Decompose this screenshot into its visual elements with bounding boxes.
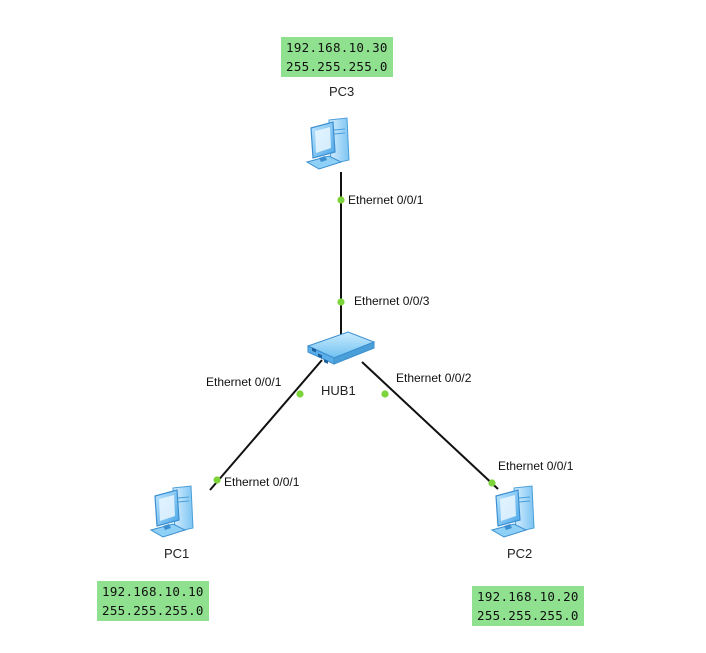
hub-name: HUB1	[321, 383, 356, 398]
port-dot-hub-pc1[interactable]	[296, 390, 304, 398]
pc2-ip-box: 192.168.10.20 255.255.255.0	[472, 586, 584, 626]
pc3-ip-box: 192.168.10.30 255.255.255.0	[281, 37, 393, 77]
pc1-name: PC1	[164, 546, 190, 561]
link-pc1-hub[interactable]	[209, 359, 323, 491]
pc2-subnet-mask: 255.255.255.0	[477, 608, 579, 623]
pc3-ip-address: 192.168.10.30	[286, 40, 388, 55]
pc2-computer-icon[interactable]	[491, 485, 535, 538]
pc3-subnet-mask: 255.255.255.0	[286, 59, 388, 74]
pc3-computer-icon[interactable]	[306, 117, 350, 170]
port-dot-pc2[interactable]	[488, 479, 496, 487]
port-label-pc2: Ethernet 0/0/1	[498, 459, 574, 473]
port-label-hub-pc1: Ethernet 0/0/1	[206, 375, 282, 389]
port-dot-hub-pc3[interactable]	[337, 298, 345, 306]
port-label-pc3: Ethernet 0/0/1	[348, 193, 424, 207]
pc1-ip-box: 192.168.10.10 255.255.255.0	[97, 581, 209, 621]
pc3-name: PC3	[329, 84, 355, 99]
hub-icon[interactable]	[306, 331, 376, 365]
pc2-ip-address: 192.168.10.20	[477, 589, 579, 604]
port-dot-hub-pc2[interactable]	[381, 390, 389, 398]
port-dot-pc1[interactable]	[213, 476, 221, 484]
pc2-name: PC2	[507, 546, 533, 561]
port-label-hub-pc3: Ethernet 0/0/3	[354, 294, 430, 308]
pc1-ip-address: 192.168.10.10	[102, 584, 204, 599]
port-dot-pc3[interactable]	[337, 196, 345, 204]
port-label-hub-pc2: Ethernet 0/0/2	[396, 371, 472, 385]
link-pc2-hub[interactable]	[361, 361, 499, 490]
port-label-pc1: Ethernet 0/0/1	[224, 475, 300, 489]
pc1-computer-icon[interactable]	[150, 485, 194, 538]
pc1-subnet-mask: 255.255.255.0	[102, 603, 204, 618]
